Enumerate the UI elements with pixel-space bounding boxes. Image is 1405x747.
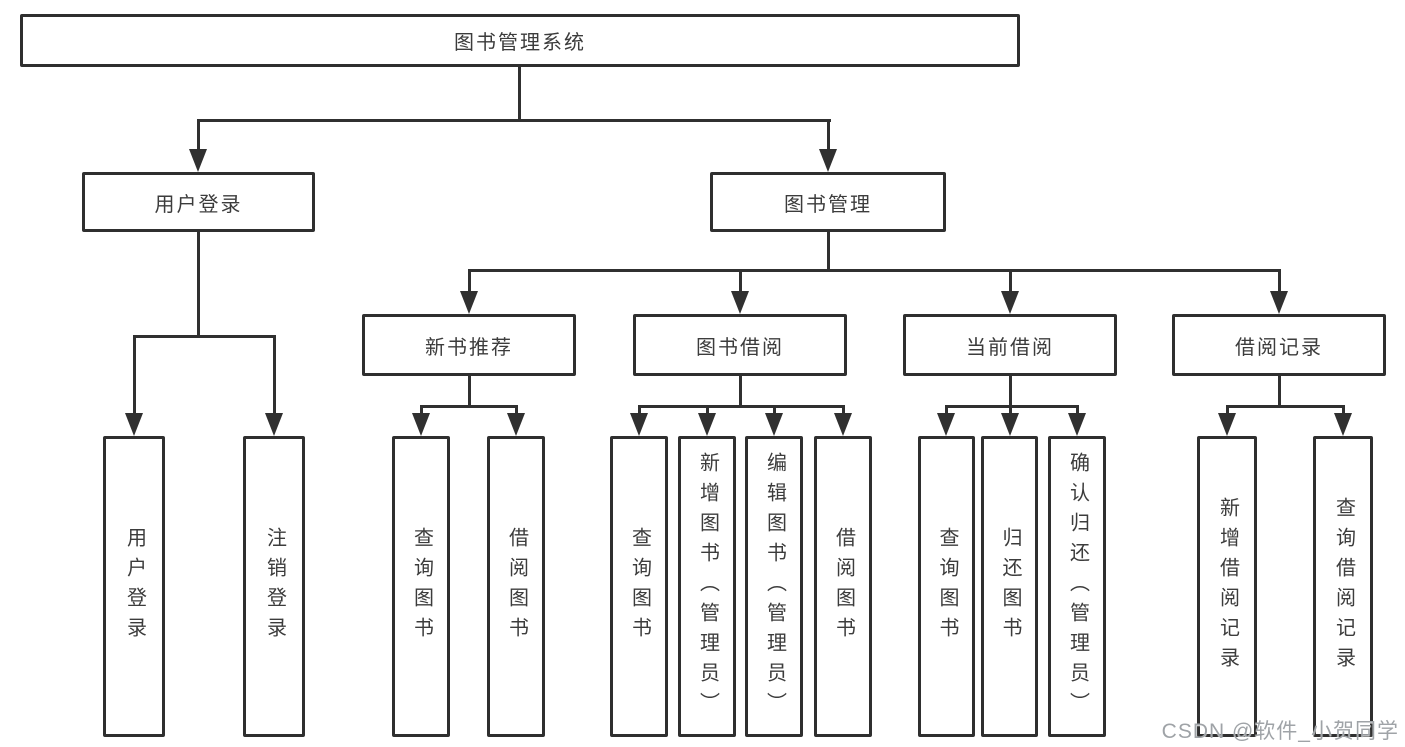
- connector-line: [706, 407, 709, 415]
- arrow-down-icon: [265, 413, 283, 436]
- node-new-book-recommend: 新书推荐: [362, 314, 576, 376]
- node-user-login: 用户登录: [82, 172, 315, 232]
- leaf-current-query-books-label: 查询图书: [936, 526, 958, 647]
- connector-line: [468, 375, 471, 407]
- connector-line: [1226, 405, 1345, 408]
- connector-line: [1278, 375, 1281, 407]
- arrow-down-icon: [1001, 413, 1019, 436]
- node-borrow-records-label: 借阅记录: [1235, 336, 1323, 359]
- leaf-borrow-add-books: 新增图书（管理员）: [678, 436, 736, 737]
- leaf-user-login-label: 用户登录: [123, 526, 146, 647]
- leaf-records-add-record: 新增借阅记录: [1197, 436, 1257, 737]
- node-root-label: 图书管理系统: [454, 32, 586, 54]
- connector-line: [1009, 375, 1012, 407]
- leaf-records-query-record: 查询借阅记录: [1313, 436, 1373, 737]
- connector-line: [739, 375, 742, 407]
- connector-line: [133, 337, 136, 415]
- arrow-down-icon: [412, 413, 430, 436]
- node-book-management: 图书管理: [710, 172, 946, 232]
- leaf-logout-label: 注销登录: [263, 526, 286, 647]
- node-book-management-label: 图书管理: [784, 193, 872, 216]
- connector-line: [773, 407, 776, 415]
- arrow-down-icon: [834, 413, 852, 436]
- leaf-borrow-borrow-books-label: 借阅图书: [832, 526, 855, 647]
- leaf-newbook-borrow-books: 借阅图书: [487, 436, 545, 737]
- node-user-login-label: 用户登录: [154, 193, 243, 216]
- connector-line: [420, 407, 423, 415]
- connector-line: [518, 66, 521, 121]
- leaf-newbook-query-books-label: 查询图书: [410, 526, 433, 647]
- connector-line: [1009, 271, 1012, 293]
- node-borrow-records: 借阅记录: [1172, 314, 1386, 376]
- arrow-down-icon: [189, 149, 207, 172]
- arrow-down-icon: [1001, 291, 1019, 314]
- connector-line: [1278, 271, 1281, 293]
- connector-line: [945, 407, 948, 415]
- connector-line: [1226, 407, 1229, 415]
- connector-line: [1009, 407, 1012, 415]
- connector-line: [945, 405, 1079, 408]
- arrow-down-icon: [630, 413, 648, 436]
- connector-line: [827, 121, 830, 151]
- arrow-down-icon: [819, 149, 837, 172]
- leaf-records-add-record-label: 新增借阅记录: [1216, 496, 1239, 677]
- arrow-down-icon: [460, 291, 478, 314]
- arrow-down-icon: [507, 413, 525, 436]
- connector-line: [273, 337, 276, 415]
- leaf-newbook-query-books: 查询图书: [392, 436, 450, 737]
- arrow-down-icon: [731, 291, 749, 314]
- arrow-down-icon: [937, 413, 955, 436]
- connector-line: [1076, 407, 1079, 415]
- arrow-down-icon: [1068, 413, 1086, 436]
- connector-line: [638, 407, 641, 415]
- arrow-down-icon: [765, 413, 783, 436]
- arrow-down-icon: [125, 413, 143, 436]
- node-book-borrow-label: 图书借阅: [696, 336, 784, 359]
- arrow-down-icon: [1334, 413, 1352, 436]
- leaf-borrow-edit-books: 编辑图书（管理员）: [745, 436, 803, 737]
- connector-line: [1342, 407, 1345, 415]
- leaf-newbook-borrow-books-label: 借阅图书: [505, 526, 528, 647]
- arrow-down-icon: [1218, 413, 1236, 436]
- leaf-borrow-borrow-books: 借阅图书: [814, 436, 872, 737]
- node-root: 图书管理系统: [20, 14, 1020, 67]
- connector-line: [827, 231, 830, 271]
- leaf-borrow-query-books-label: 查询图书: [628, 526, 651, 647]
- leaf-current-confirm-return: 确认归还（管理员）: [1048, 436, 1106, 737]
- connector-line: [197, 231, 200, 337]
- connector-line: [468, 269, 1281, 272]
- arrow-down-icon: [698, 413, 716, 436]
- leaf-current-query-books: 查询图书: [918, 436, 975, 737]
- watermark: CSDN @软件_小贺同学: [1161, 720, 1399, 743]
- connector-line: [133, 335, 276, 338]
- leaf-borrow-add-books-label: 新增图书（管理员）: [696, 451, 719, 722]
- node-new-book-recommend-label: 新书推荐: [425, 336, 513, 359]
- leaf-borrow-edit-books-label: 编辑图书（管理员）: [763, 451, 786, 722]
- connector-line: [197, 119, 831, 122]
- connector-line: [515, 407, 518, 415]
- leaf-user-login: 用户登录: [103, 436, 165, 737]
- leaf-borrow-query-books: 查询图书: [610, 436, 668, 737]
- connector-line: [468, 271, 471, 293]
- node-book-borrow: 图书借阅: [633, 314, 847, 376]
- leaf-logout: 注销登录: [243, 436, 305, 737]
- node-current-borrow-label: 当前借阅: [966, 336, 1054, 359]
- connector-line: [739, 271, 742, 293]
- connector-line: [420, 405, 518, 408]
- leaf-records-query-record-label: 查询借阅记录: [1332, 496, 1355, 677]
- node-current-borrow: 当前借阅: [903, 314, 1117, 376]
- connector-line: [842, 407, 845, 415]
- arrow-down-icon: [1270, 291, 1288, 314]
- leaf-current-return-books-label: 归还图书: [999, 526, 1021, 647]
- connector-line: [197, 121, 200, 151]
- leaf-current-return-books: 归还图书: [981, 436, 1038, 737]
- connector-line: [638, 405, 845, 408]
- leaf-current-confirm-return-label: 确认归还（管理员）: [1066, 451, 1089, 722]
